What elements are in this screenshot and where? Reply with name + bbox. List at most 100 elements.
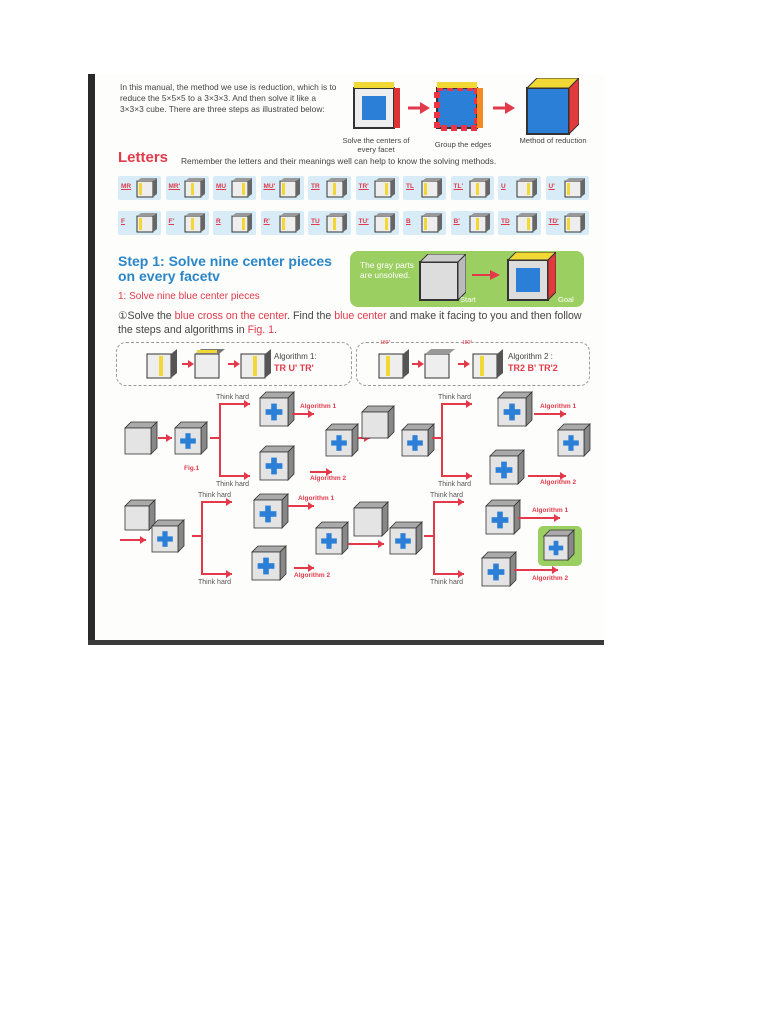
letter-move-label: U' [548, 183, 555, 190]
cube-move-icon [136, 178, 157, 198]
flow-fork-lower [433, 536, 464, 575]
scan-bottom-edge [88, 640, 604, 645]
step1-title-line2: on every facetv [118, 268, 220, 284]
flow-fork-upper [210, 403, 250, 439]
caption-edges: Group the edges [434, 140, 492, 149]
think-hard-label: Think hard [438, 394, 471, 401]
letter-move-row1-9: U' [545, 176, 589, 200]
flow-arrowhead [552, 566, 558, 574]
cube-move-icon [516, 213, 537, 233]
think-hard-label: Think hard [198, 579, 231, 586]
letter-move-label: MU [216, 183, 227, 190]
caption-reduction: Method of reduction [519, 136, 587, 145]
letter-move-label: U [501, 183, 506, 190]
letter-move-label: TD [501, 218, 510, 225]
flow-arrowhead [244, 472, 250, 480]
algorithm-2-title: Algorithm 2 : [508, 352, 553, 361]
letter-move-label: TU' [358, 218, 369, 225]
flow-arrowhead [308, 410, 314, 418]
think-hard-label: Think hard [430, 492, 463, 499]
cube-unsolved-centers-icon [353, 82, 400, 129]
letter-move-label: TD' [548, 218, 559, 225]
cube-move-icon [231, 213, 252, 233]
cube-move-icon [469, 213, 490, 233]
letter-move-row1-8: U [498, 176, 541, 200]
algorithm-2-label: Algorithm 2 [540, 479, 576, 486]
flow-arrowhead [458, 498, 464, 506]
arrow-right-icon [182, 360, 194, 368]
algorithm-2-label: Algorithm 2 [294, 572, 330, 579]
cube-move-icon [279, 213, 300, 233]
arrow-right-icon [472, 270, 500, 280]
flow-arrowhead [560, 410, 566, 418]
letter-move-row2-6: B [403, 211, 446, 235]
fig1-label: Fig.1 [184, 465, 200, 472]
arrow-right-icon [458, 360, 470, 368]
cube-dark-icon [124, 499, 156, 531]
cube-blue-cross-icon [485, 499, 521, 535]
letters-heading: Letters [118, 149, 169, 166]
flow-arrowhead [166, 434, 172, 442]
letter-move-label: TU [311, 218, 320, 225]
cube-blue-cross-icon [389, 521, 423, 555]
think-hard-label: Think hard [438, 481, 471, 488]
arrow-right-icon [493, 102, 515, 114]
cube-move-icon [374, 213, 395, 233]
cube-blue-cross-icon [151, 519, 185, 553]
cube-dark-icon [353, 501, 389, 537]
letter-move-label: R [216, 218, 221, 225]
flow-arrowhead [466, 400, 472, 408]
flow-arrowhead [560, 472, 566, 480]
cube-move-icon [279, 178, 300, 198]
cube-move-icon [516, 178, 537, 198]
cube-move-icon [136, 213, 157, 233]
algorithm-2-code: TR2 B' TR'2 [508, 363, 558, 373]
flow-fork-lower [219, 438, 250, 477]
algorithm-1-label: Algorithm 1 [540, 403, 576, 410]
cube-small-icon [194, 349, 225, 379]
letter-move-row1-1: MR' [165, 176, 209, 200]
cube-blue-cross-icon [489, 449, 525, 485]
algorithm-1-box [116, 342, 352, 386]
cube-small-icon [146, 349, 177, 379]
algorithm-2-label: Algorithm 2 [310, 475, 346, 482]
think-hard-label: Think hard [216, 481, 249, 488]
cube-small-icon [472, 349, 503, 379]
flow-fork-upper [424, 501, 464, 537]
flow-arrowhead [140, 536, 146, 544]
cube-blue-cross-icon [259, 445, 295, 481]
letter-move-row2-5: TU' [355, 211, 399, 235]
cube-blue-cross-icon [557, 423, 591, 457]
flow-fork-upper [192, 501, 232, 537]
letter-move-row1-2: MU [213, 176, 256, 200]
flow-arrowhead [378, 540, 384, 548]
letter-move-row2-9: TD' [545, 211, 589, 235]
cube-edges-icon [434, 82, 483, 131]
letter-move-label: TL [406, 183, 414, 190]
letter-move-row1-3: MU' [260, 176, 304, 200]
letter-move-row1-0: MR [118, 176, 161, 200]
arrow-right-icon [412, 360, 424, 368]
letter-move-row2-7: B' [450, 211, 494, 235]
letter-move-label: TR [311, 183, 320, 190]
letter-move-label: B [406, 218, 411, 225]
algorithm-1-label: Algorithm 1 [532, 507, 568, 514]
cube-reduced-icon [525, 78, 579, 136]
letter-move-row1-7: TL' [450, 176, 494, 200]
letters-subtitle: Remember the letters and their meanings … [181, 156, 497, 166]
letter-move-label: F [121, 218, 125, 225]
letter-move-row2-4: TU [308, 211, 351, 235]
cube-move-icon [421, 178, 442, 198]
flow-arrowhead [308, 564, 314, 572]
cube-move-icon [184, 213, 205, 233]
cube-blue-cross-icon [315, 521, 349, 555]
cube-goal-icon [506, 252, 556, 302]
letter-move-label: B' [453, 218, 460, 225]
flow-fork-upper [432, 403, 472, 439]
flow-fork-lower [441, 438, 472, 477]
flow-arrowhead [326, 468, 332, 476]
arrow-right-icon [228, 360, 240, 368]
letter-move-row2-8: TD [498, 211, 541, 235]
cube-move-icon [469, 178, 490, 198]
